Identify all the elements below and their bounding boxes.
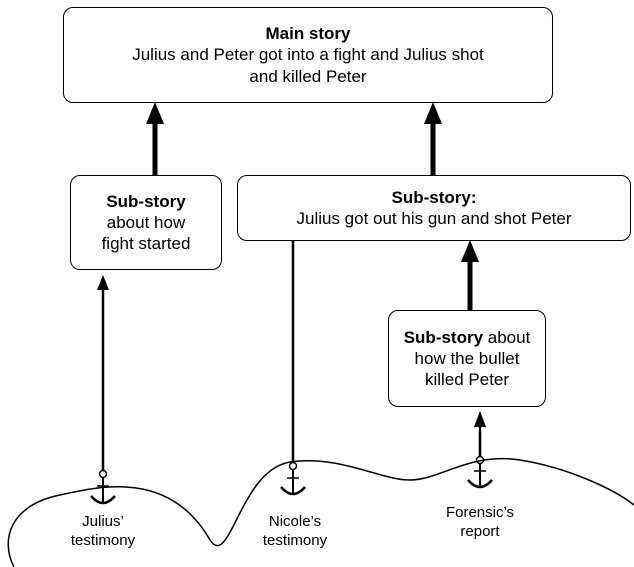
main-story-title: Main story <box>265 24 351 44</box>
ground-label-forensic: Forensic’s report <box>425 504 535 542</box>
ground-nicole-line1: Nicole’s <box>268 513 322 530</box>
ground-julius-line1: Julius’ <box>82 513 124 530</box>
substory-bullet-line2: killed Peter <box>424 370 510 390</box>
substory-gun-line1: Julius got out his gun and shot Peter <box>296 209 572 228</box>
main-story-box: Main story Julius and Peter got into a f… <box>63 7 553 103</box>
ground-label-nicole: Nicole’s testimony <box>240 513 350 551</box>
substory-fight-box: Sub-story about how fight started <box>70 175 222 270</box>
main-story-line2: and killed Peter <box>249 66 367 86</box>
arrow-gun-to-main <box>424 102 442 175</box>
substory-bullet-title-suffix: about <box>483 327 531 347</box>
anchor-forensic <box>467 411 493 489</box>
substory-fight-line1: about how <box>106 212 186 232</box>
substory-gun-title: Sub-story: <box>391 187 477 207</box>
anchor-julius <box>90 275 116 505</box>
substory-bullet-box: Sub-story about how the bullet killed Pe… <box>388 310 546 407</box>
substory-gun-box: Sub-story: Julius got out his gun and sh… <box>237 175 631 241</box>
ground-wave <box>7 457 634 567</box>
ground-julius-line2: testimony <box>70 531 136 549</box>
substory-bullet-title: Sub-story <box>403 327 484 347</box>
substory-bullet-line1: how the bullet <box>414 348 520 368</box>
ground-forensic-line2: report <box>460 522 500 540</box>
arrow-bullet-to-gun <box>461 240 479 310</box>
ground-label-julius: Julius’ testimony <box>48 513 158 551</box>
substory-fight-line2: fight started <box>101 234 191 254</box>
ground-nicole-line2: testimony <box>262 531 328 549</box>
ground-forensic-line1: Forensic’s <box>445 504 515 521</box>
substory-fight-title: Sub-story <box>106 191 186 211</box>
main-story-line1: Julius and Peter got into a fight and Ju… <box>132 45 484 65</box>
anchor-nicole <box>280 222 306 496</box>
arrow-fight-to-main <box>146 102 164 175</box>
